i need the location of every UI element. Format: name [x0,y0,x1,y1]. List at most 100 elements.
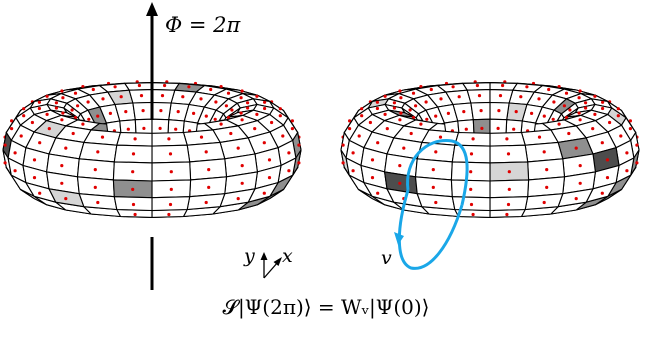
site-dot [214,100,218,104]
site-dot [635,143,639,147]
site-dot [81,85,85,89]
site-dot [262,191,266,195]
site-dot [542,114,546,118]
site-dot [137,83,141,88]
site-dot [497,109,501,113]
site-dot [290,127,294,131]
site-dot [564,116,569,120]
site-dot [236,197,240,201]
site-dot [108,111,112,115]
site-dot [219,122,223,126]
site-dot [3,161,7,165]
site-dot [506,202,511,207]
site-dot [45,94,49,98]
site-dot [616,107,620,111]
site-dot [133,212,137,217]
site-dot [507,187,511,191]
site-dot [370,158,375,162]
site-dot [209,87,213,92]
site-dot [451,85,455,89]
site-dot [457,95,461,99]
site-dot [564,91,569,95]
site-dot [278,114,282,118]
site-dot [464,127,468,131]
site-dot [255,112,259,116]
site-dot [73,91,78,95]
site-dot [168,202,173,207]
site-dot [409,131,413,136]
site-dot [402,146,406,150]
loop-label: v [381,247,392,269]
site-dot [240,118,244,122]
site-dot [240,89,244,93]
site-dot [593,112,597,116]
site-dot [434,114,438,118]
site-dot [213,117,217,121]
site-dot [547,87,551,92]
site-dot [236,146,240,150]
flux-axis [146,2,158,290]
site-dot [419,122,423,126]
site-dot [73,116,78,120]
site-dot [176,110,180,114]
site-dot [431,168,435,172]
site-dot [100,135,105,139]
site-dot [126,127,130,131]
site-dot [398,181,402,185]
site-dot [86,100,90,104]
site-dot [584,101,588,105]
right-torus [340,80,640,218]
site-dot [383,112,387,116]
site-dot [37,100,42,104]
site-dot [479,109,483,113]
site-dot [10,119,14,123]
site-dot [498,94,503,98]
site-dot [158,126,162,130]
site-dot [131,202,136,207]
site-dot [408,108,412,112]
site-dot [434,200,438,205]
site-dot [545,185,549,189]
site-dot [601,100,605,104]
site-dot [113,85,117,89]
site-dot [398,89,402,93]
site-dot [101,97,105,101]
site-dot [480,126,484,130]
site-dot [351,151,355,155]
site-dot [19,134,23,138]
site-dot [383,94,387,98]
site-dot [253,127,257,131]
site-dot [591,127,595,131]
site-dot [507,170,511,174]
equation: 𝓢|Ψ(2π)⟩ = Wᵥ|Ψ(0)⟩ [223,295,430,320]
site-dot [199,97,203,101]
site-dot [139,94,144,98]
site-dot [562,104,567,108]
site-dot [60,89,64,93]
site-dot [439,97,443,101]
site-dot [133,137,137,141]
site-dot [47,127,51,131]
site-dot [239,96,243,100]
site-dot [501,83,505,88]
site-dot [600,191,604,195]
site-dot [512,127,516,131]
site-dot [635,161,639,165]
site-dot [229,131,233,136]
site-dot [578,89,582,93]
site-dot [429,87,433,92]
site-dot [577,96,581,100]
site-dot [60,164,64,168]
site-dot [434,150,438,154]
site-dot [192,111,196,115]
site-dot [160,94,165,98]
site-dot [471,212,475,217]
site-dot [605,158,610,162]
site-dot [262,141,266,145]
site-dot [281,134,285,138]
site-dot [438,135,443,139]
site-dot [628,127,633,131]
site-dot [375,100,379,104]
site-dot [593,94,597,98]
site-dot [163,83,167,88]
